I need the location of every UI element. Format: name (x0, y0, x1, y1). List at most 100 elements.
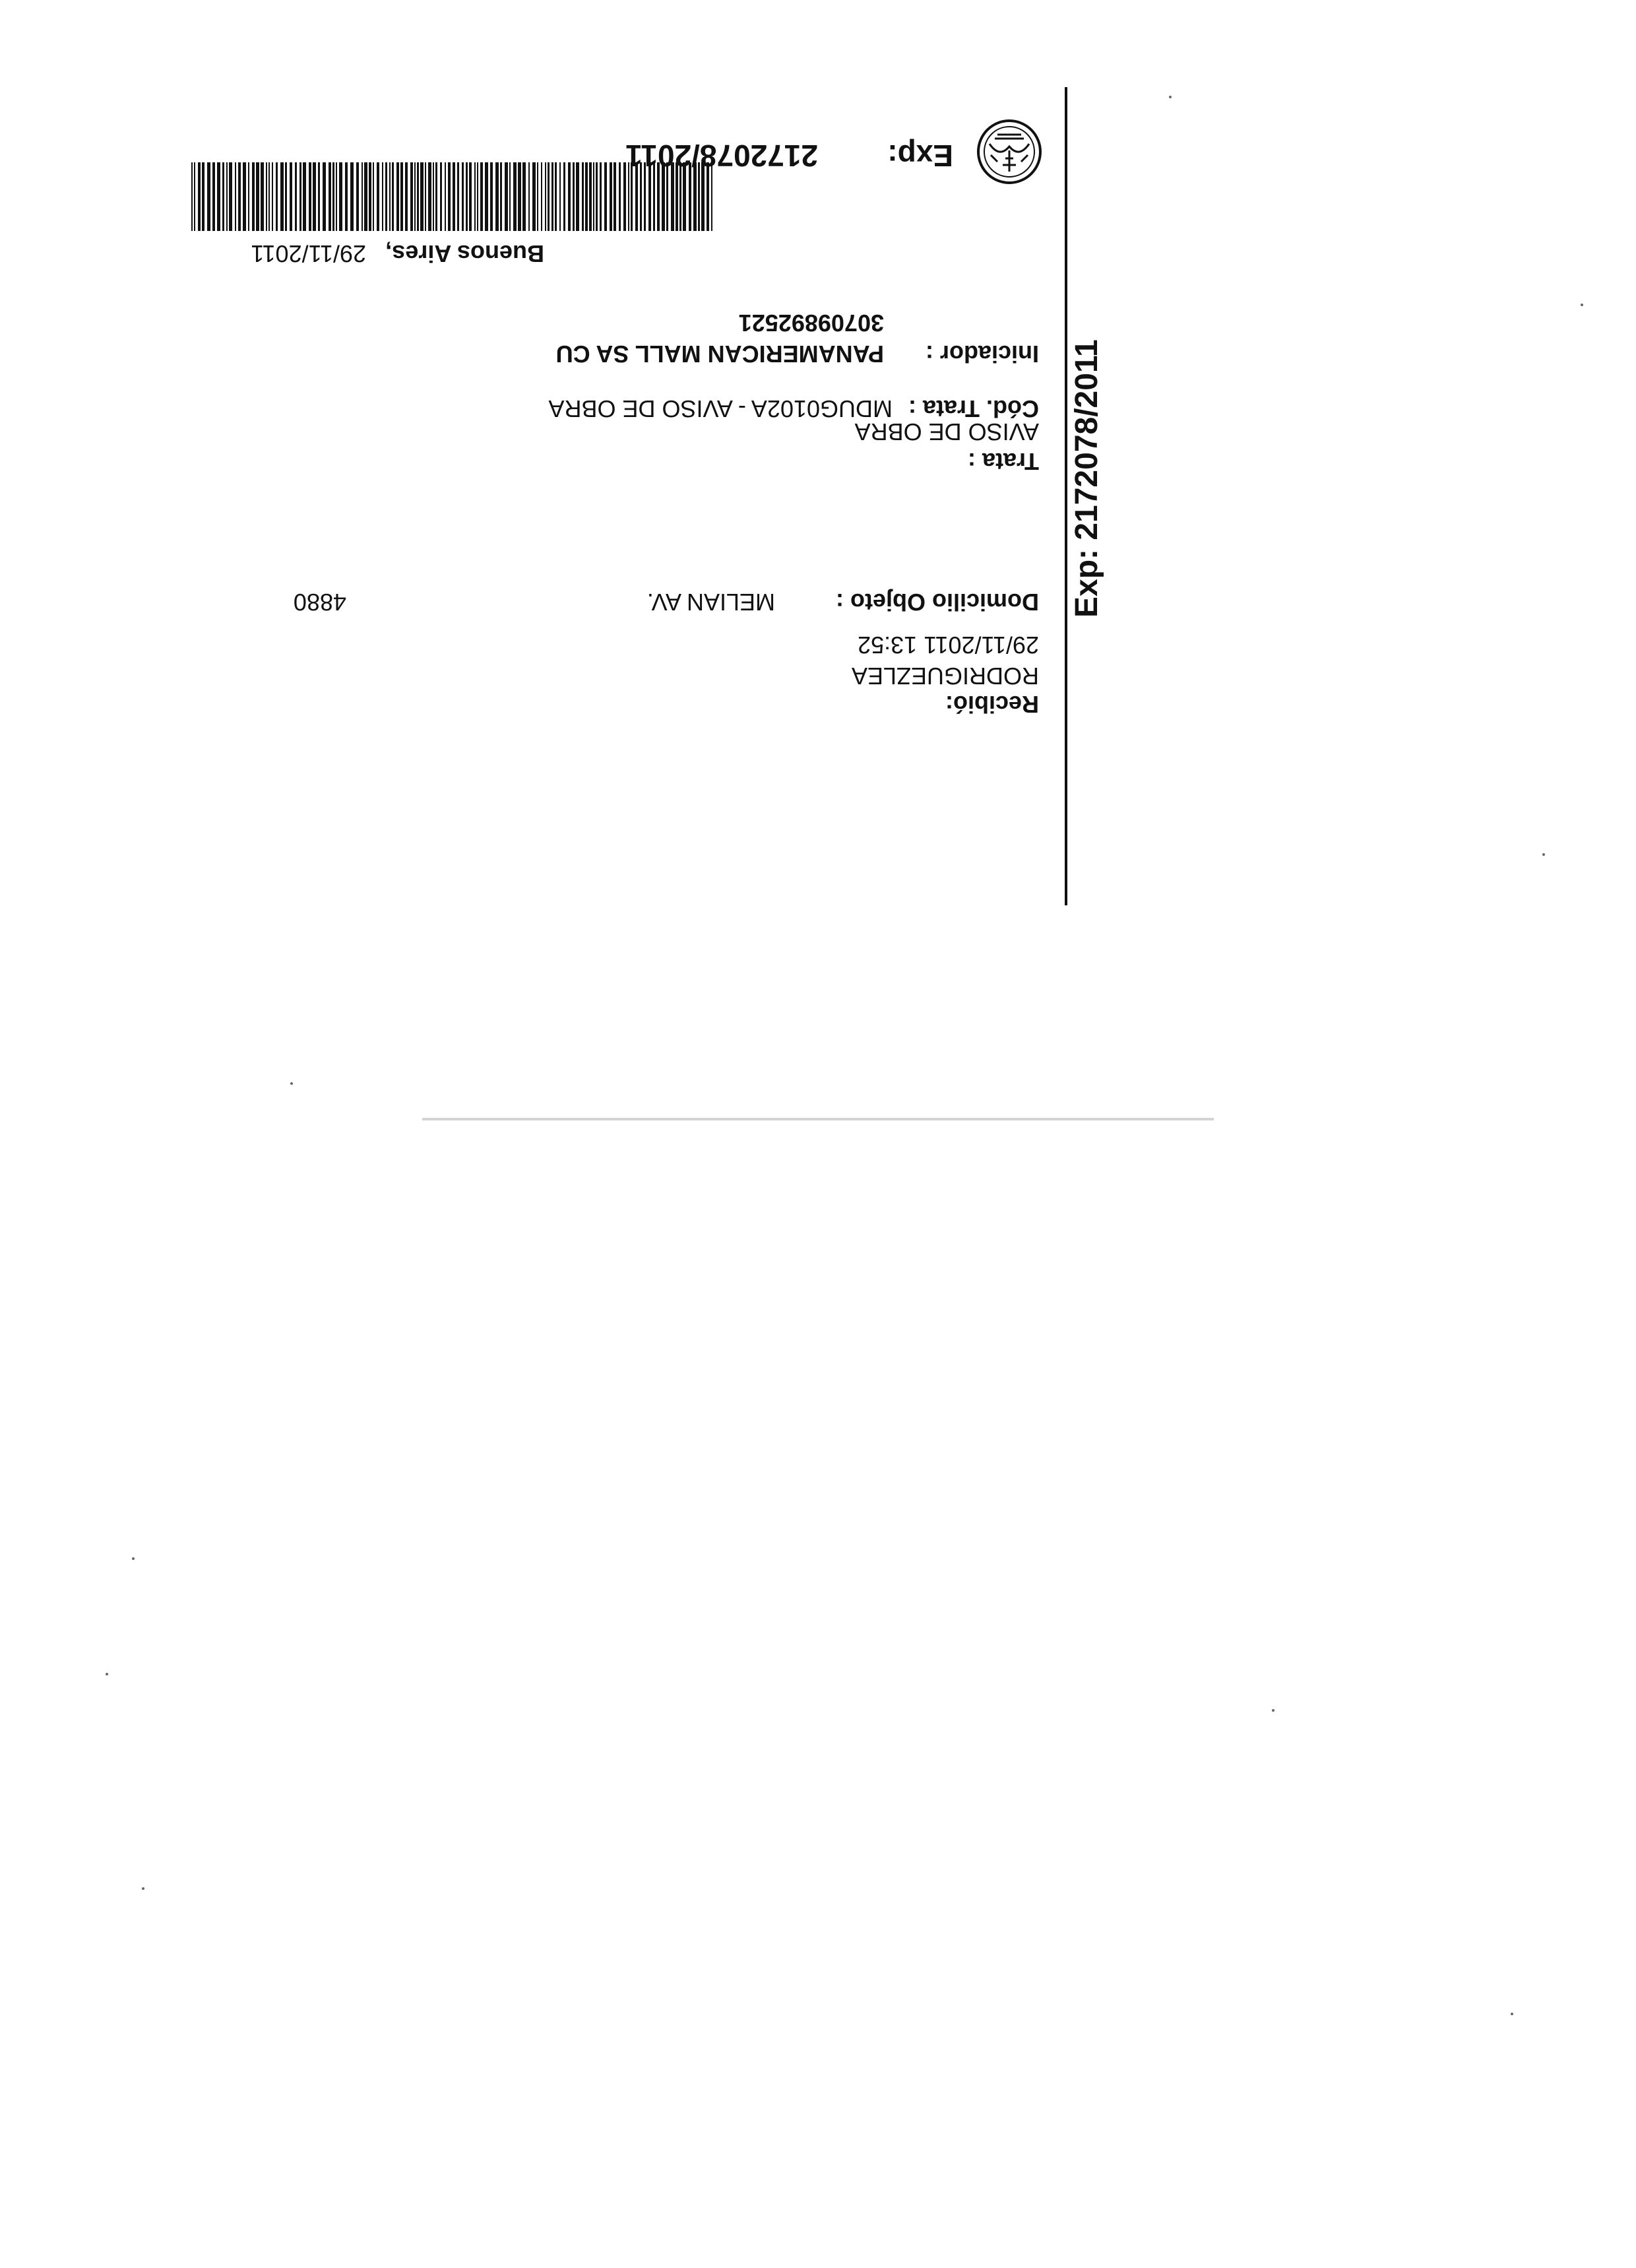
trata-label: Trata : (967, 448, 1039, 475)
barcode-bar (701, 162, 705, 231)
barcode-bar (522, 162, 526, 231)
barcode-bar (582, 162, 584, 231)
city-label: Buenos Aires, (385, 240, 544, 267)
barcode-bar (551, 162, 553, 231)
barcode-bar (610, 162, 612, 231)
barcode-bar (345, 162, 348, 231)
barcode-bar (435, 162, 437, 231)
barcode-bar (243, 162, 246, 231)
barcode-bar (453, 162, 455, 231)
barcode-bar (518, 162, 521, 231)
barcode-bar (266, 162, 267, 231)
barcode-bar (589, 162, 592, 231)
barcode-bar (222, 162, 224, 231)
barcode-bar (657, 162, 660, 231)
barcode-bar (509, 162, 511, 231)
scan-speck (142, 1887, 144, 1890)
barcode-bar (676, 162, 678, 231)
barcode-bar (532, 162, 536, 231)
barcode-bar (364, 162, 367, 231)
barcode-bar (541, 162, 542, 231)
barcode-bar (235, 162, 236, 231)
barcode-bar (299, 162, 301, 231)
barcode-bar (198, 162, 201, 231)
barcode-bar (272, 162, 273, 231)
recibio-datetime: 29/11/2011 13:52 (858, 632, 1039, 659)
barcode-bar (356, 162, 359, 231)
barcode-bar (466, 162, 468, 231)
fold-line (422, 1118, 1214, 1120)
vertical-rule (1065, 87, 1067, 905)
barcode-bar (285, 162, 287, 231)
barcode-bar (604, 162, 607, 231)
barcode-bar (485, 162, 488, 231)
barcode-bar (425, 162, 426, 231)
barcode-bar (276, 162, 278, 231)
barcode-bar (420, 162, 424, 231)
barcode-bar (191, 162, 193, 231)
barcode-bar (256, 162, 259, 231)
barcode-bar (666, 162, 668, 231)
barcode-bar (500, 162, 502, 231)
barcode-bar (619, 162, 621, 231)
barcode-bar (662, 162, 665, 231)
barcode-bar (202, 162, 204, 231)
barcode-bar (490, 162, 493, 231)
domicilio-label: Domicilio Objeto : (835, 589, 1039, 616)
barcode-bar (252, 162, 255, 231)
barcode-bar (248, 162, 249, 231)
barcode-bar (462, 162, 464, 231)
barcode-bar (445, 162, 446, 231)
barcode-bar (559, 162, 561, 231)
barcode-bar (217, 162, 220, 231)
barcode-bar (389, 162, 391, 231)
barcode-bar (332, 162, 334, 231)
barcode-bar (400, 162, 403, 231)
barcode-bar (392, 162, 394, 231)
barcode-bar (648, 162, 651, 231)
barcode-bar (207, 162, 210, 231)
barcode-bar (693, 162, 697, 231)
barcode-bar (362, 162, 363, 231)
barcode-bar (396, 162, 399, 231)
barcode-bar (513, 162, 517, 231)
barcode-bar (313, 162, 316, 231)
barcode-bar (653, 162, 655, 231)
barcode-bar (573, 162, 575, 231)
barcode-bar (295, 162, 297, 231)
barcode-bar (576, 162, 579, 231)
city-seal-emblem-icon (976, 119, 1042, 185)
barcode-bar (555, 162, 557, 231)
scan-speck (290, 1082, 293, 1085)
barcode-bar (644, 162, 646, 231)
barcode-bar (268, 162, 270, 231)
barcode-bar (614, 162, 616, 231)
barcode-bar (433, 162, 434, 231)
barcode-bar (679, 162, 681, 231)
barcode-bar (405, 162, 408, 231)
barcode-bar (448, 162, 451, 231)
barcode-bar (238, 162, 241, 231)
barcode-bar (373, 162, 374, 231)
domicilio-street: MELIAN AV. (646, 589, 775, 616)
barcode-bar (528, 162, 530, 231)
barcode-bar (707, 162, 709, 231)
barcode-bar (545, 162, 546, 231)
exp-label: Exp: (887, 139, 953, 173)
barcode-bar (698, 162, 700, 231)
barcode-bar (623, 162, 626, 231)
barcode-bar (318, 162, 320, 231)
barcode-bar (469, 162, 472, 231)
barcode-bar (323, 162, 326, 231)
barcode-bar (495, 162, 499, 231)
iniciador-name: PANAMERICAN MALL SA CU (555, 340, 884, 368)
scan-speck (1272, 1709, 1274, 1712)
barcode-bar (417, 162, 419, 231)
barcode-bar (261, 162, 264, 231)
barcode-bar (290, 162, 292, 231)
barcode-bar (548, 162, 550, 231)
barcode-bar (457, 162, 459, 231)
barcode-bar (194, 162, 195, 231)
barcode-bar (410, 162, 413, 231)
scan-speck (1511, 2013, 1513, 2015)
